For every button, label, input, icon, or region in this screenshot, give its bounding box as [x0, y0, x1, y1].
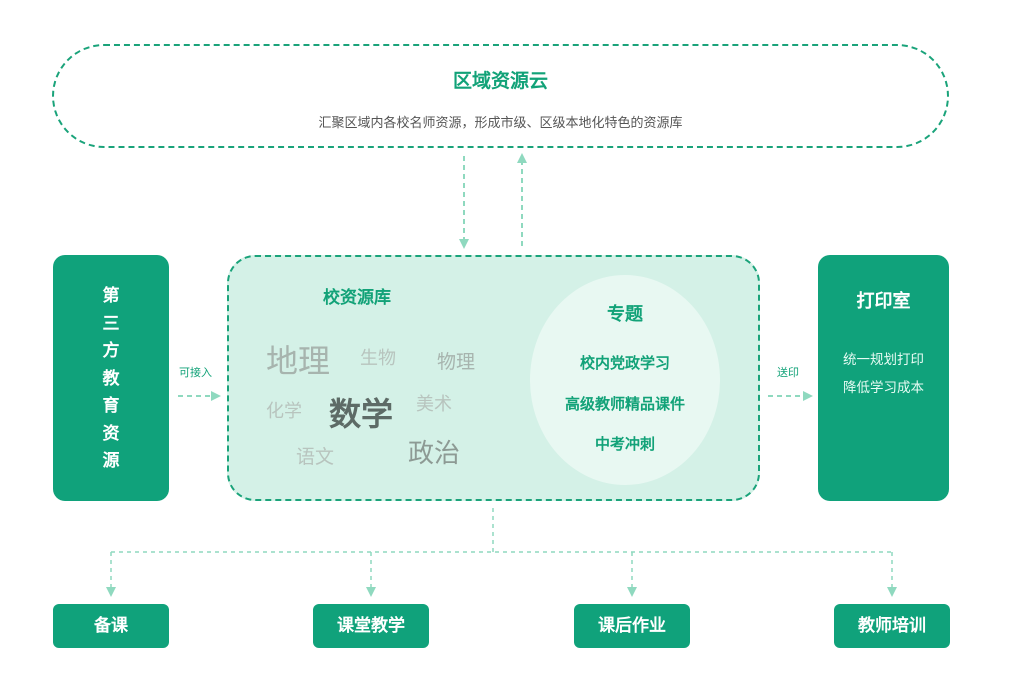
subject-chemistry: 化学 [266, 401, 302, 422]
subject-politics: 政治 [408, 439, 461, 469]
third-party-char: 第 [102, 286, 120, 306]
topic-item: 高级教师精品课件 [564, 395, 685, 413]
third-party-resource-label: 第 三 方 教 育 资 源 [53, 283, 169, 476]
print-room-line: 降低学习成本 [843, 380, 924, 396]
third-party-char: 资 [102, 423, 120, 444]
classroom-teaching-box: 课堂教学 [313, 604, 429, 648]
homework-box: 课后作业 [574, 604, 690, 648]
subject-art: 美术 [416, 394, 452, 415]
can-connect-label: 可接入 [179, 366, 212, 379]
lesson-prep-box: 备课 [53, 604, 169, 648]
third-party-char: 教 [102, 368, 120, 389]
third-party-resource-box [53, 255, 169, 501]
print-room-title: 打印室 [856, 291, 911, 312]
subject-biology: 生物 [360, 348, 396, 369]
third-party-char: 方 [102, 341, 120, 361]
teacher-training-box: 教师培训 [834, 604, 950, 648]
print-room-line: 统一规划打印 [843, 352, 924, 368]
special-topics-circle [530, 275, 720, 485]
special-topics-title: 专题 [607, 304, 643, 325]
school-resource-library-title: 校资源库 [323, 288, 391, 308]
subject-physics: 物理 [437, 351, 476, 373]
regional-cloud-subtitle: 汇聚区域内各校名师资源，形成市级、区级本地化特色的资源库 [318, 116, 683, 131]
subject-geography: 地理 [266, 342, 331, 380]
send-print-label: 送印 [777, 366, 799, 379]
subject-math: 数学 [329, 395, 394, 433]
print-room-box [818, 255, 949, 501]
subject-chinese: 语文 [296, 446, 335, 468]
topic-item: 中考冲刺 [594, 435, 655, 453]
third-party-char: 育 [102, 396, 120, 416]
third-party-char: 三 [102, 313, 120, 334]
third-party-char: 源 [102, 451, 120, 471]
regional-cloud-box [52, 44, 949, 148]
topic-item: 校内党政学习 [579, 354, 670, 372]
regional-cloud-title: 区域资源云 [452, 70, 548, 92]
